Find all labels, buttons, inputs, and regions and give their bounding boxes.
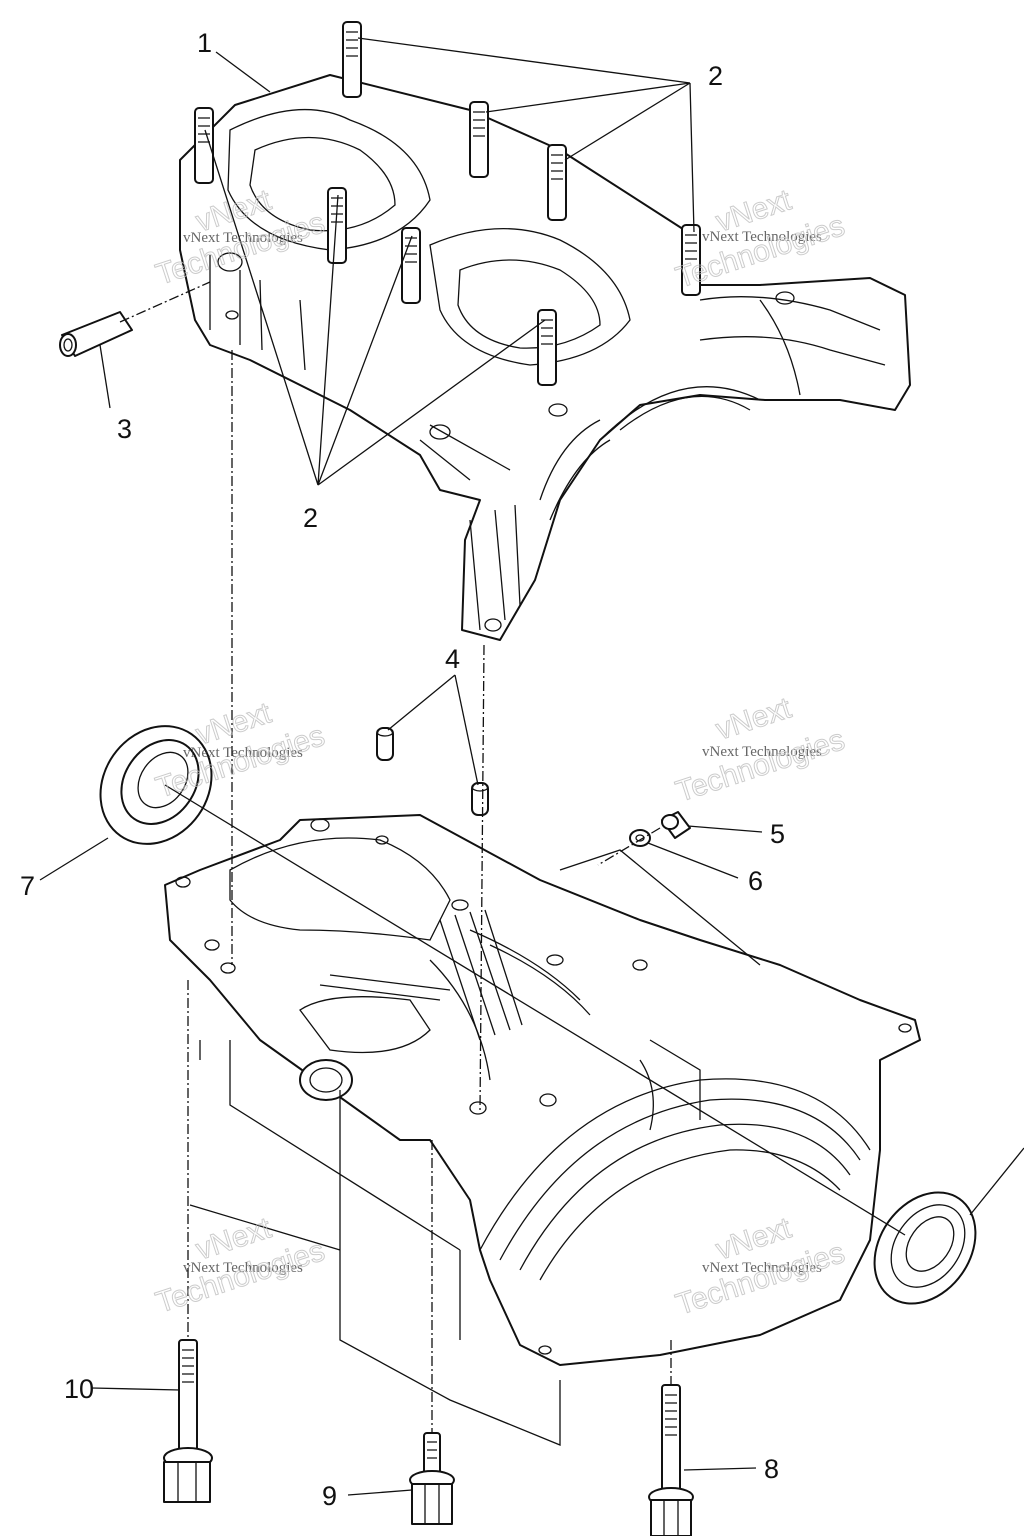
watermark-company: vNext Technologies xyxy=(702,229,822,245)
stud xyxy=(537,309,557,386)
stud xyxy=(327,187,347,264)
callout-5: 5 xyxy=(770,819,785,849)
callout-8: 8 xyxy=(764,1454,779,1484)
watermark-bottom-left: vNext vNext Technologies Technologies xyxy=(151,1211,329,1320)
leader-lines xyxy=(39,37,1024,1496)
crankcase-studs xyxy=(194,21,701,386)
watermark-company: vNext Technologies xyxy=(702,1260,822,1276)
callout-2-bottom: 2 xyxy=(303,503,318,533)
watermark-middle-right: vNext vNext Technologies Technologies xyxy=(671,691,849,809)
watermark-word-technologies: Technologies xyxy=(672,723,849,809)
watermark-company: vNext Technologies xyxy=(183,745,303,761)
callout-2-top: 2 xyxy=(708,61,723,91)
callout-3: 3 xyxy=(117,414,132,444)
callout-10: 10 xyxy=(64,1374,94,1404)
phantom-outline xyxy=(189,849,761,1446)
watermark-company: vNext Technologies xyxy=(183,230,303,246)
part-8-bolt xyxy=(648,1384,694,1536)
part-10-bolt xyxy=(163,1339,213,1503)
stud xyxy=(342,21,362,98)
stud xyxy=(469,101,489,178)
callout-7: 7 xyxy=(20,871,35,901)
part-9-bolt xyxy=(409,1432,455,1525)
callout-4: 4 xyxy=(445,644,460,674)
stud xyxy=(681,224,701,296)
callout-9: 9 xyxy=(322,1481,337,1511)
lower-crankcase xyxy=(164,814,921,1366)
stud xyxy=(194,107,214,184)
assembly-center-lines xyxy=(119,281,906,1432)
watermark-word-vnext: vNext xyxy=(712,691,796,746)
part-7-oil-seal-left xyxy=(99,725,213,845)
dowel-pin xyxy=(471,782,489,816)
watermark-company: vNext Technologies xyxy=(702,744,822,760)
dowel-pin xyxy=(376,727,394,761)
part-3-sleeve xyxy=(59,311,133,357)
watermark-company: vNext Technologies xyxy=(183,1260,303,1276)
callout-6: 6 xyxy=(748,866,763,896)
dowel-pins xyxy=(376,727,489,816)
callout-labels: 1 2 2 3 4 5 6 7 8 9 10 xyxy=(20,28,785,1511)
callout-1: 1 xyxy=(197,28,212,58)
stud xyxy=(547,144,567,221)
oil-seal-right xyxy=(873,1191,977,1305)
part-5-drain-plug xyxy=(661,811,691,839)
